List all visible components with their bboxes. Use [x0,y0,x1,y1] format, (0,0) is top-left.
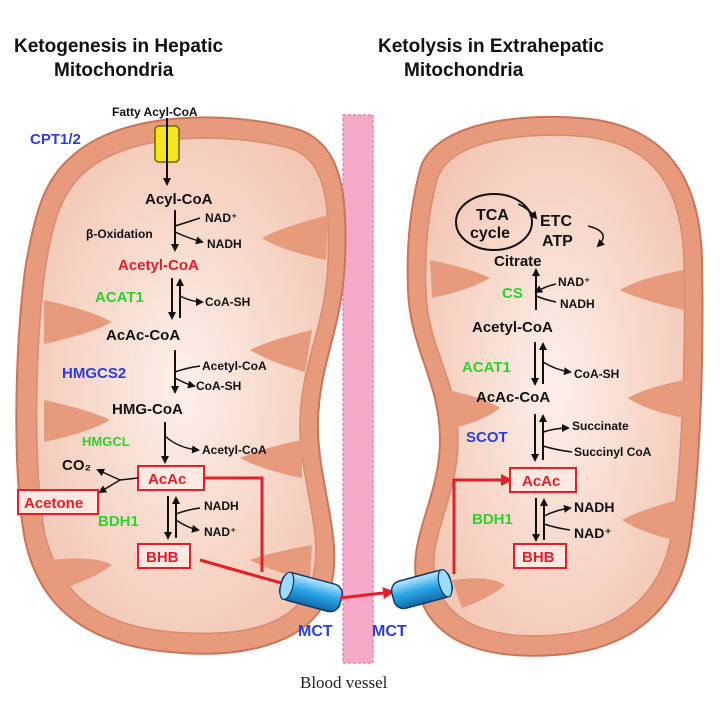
nadh-2-right-label: NADH [574,499,614,515]
acat1-right-enzyme-label: ACAT1 [462,359,511,376]
acetyl-coa-side2-label: Acetyl-CoA [202,443,267,457]
acetone-box [17,489,99,515]
acyl-coa-label: Acyl-CoA [145,191,213,208]
cpt-enzyme-label: CPT1/2 [30,131,81,148]
fatty-acyl-coa-label: Fatty Acyl-CoA [112,105,198,119]
nadh-right-label: NADH [560,297,595,311]
hmgcs2-enzyme-label: HMGCS2 [62,365,126,382]
acetyl-coa-right-label: Acetyl-CoA [472,319,553,336]
nad-plus-2-label: NAD⁺ [204,525,236,539]
right-title-line2: Mitochondria [404,60,524,81]
coa-sh-right-label: CoA-SH [574,367,619,381]
acetone-label: Acetone [24,495,83,512]
acac-right-label: AcAc [522,473,560,490]
coa-sh-label: CoA-SH [205,295,250,309]
bhb-left-box [137,543,191,569]
acat1-enzyme-label: ACAT1 [95,289,144,306]
bdh1-right-enzyme-label: BDH1 [472,511,513,528]
scot-enzyme-label: SCOT [466,429,508,446]
co2-label: CO₂ [62,457,91,474]
succinate-label: Succinate [572,419,629,433]
cs-enzyme-label: CS [502,285,523,302]
right-mitochondrion [406,115,704,657]
nad-plus-2-right-label: NAD⁺ [574,525,612,541]
acetyl-coa-highlight: Acetyl-CoA [118,257,199,274]
blood-vessel-label: Blood vessel [300,673,388,692]
right-title-line1: Ketolysis in Extrahepatic [378,36,604,57]
left-title-line1: Ketogenesis in Hepatic [14,36,223,57]
acac-coa-label: AcAc-CoA [106,327,180,344]
tca-cycle-circle [455,193,533,251]
acac-label: AcAc [148,471,186,488]
left-mct-transporter [278,571,344,613]
citrate-label: Citrate [494,253,542,270]
blood-vessel [342,114,374,664]
tca-label-1: TCA [476,207,509,224]
left-mct-label: MCT [298,623,333,640]
bdh1-left-enzyme-label: BDH1 [98,513,139,530]
bhb-left-label: BHB [146,549,179,566]
right-mct-transporter [390,569,454,610]
hmgcl-enzyme-label: HMGCL [82,434,130,449]
coa-sh-2-label: CoA-SH [196,379,241,393]
nadh-label: NADH [207,237,242,251]
left-title-line2: Mitochondria [54,60,174,81]
bhb-right-box [513,543,567,569]
beta-oxidation-label: β-Oxidation [86,227,153,241]
left-mitochondrion [15,116,347,655]
atp-label: ATP [542,233,573,250]
tca-label-2: cycle [470,225,510,242]
nad-plus-label: NAD⁺ [205,211,237,225]
acac-right-box [509,467,577,493]
acetyl-coa-side-label: Acetyl-CoA [202,359,267,373]
right-mct-label: MCT [372,623,407,640]
nad-plus-right-label: NAD⁺ [558,275,590,289]
acac-coa-right-label: AcAc-CoA [476,389,550,406]
etc-label: ETC [540,213,572,230]
succinyl-coa-label: Succinyl CoA [574,445,652,459]
hmg-coa-label: HMG-CoA [112,401,183,418]
nadh-2-label: NADH [204,499,239,513]
bhb-right-label: BHB [522,549,555,566]
